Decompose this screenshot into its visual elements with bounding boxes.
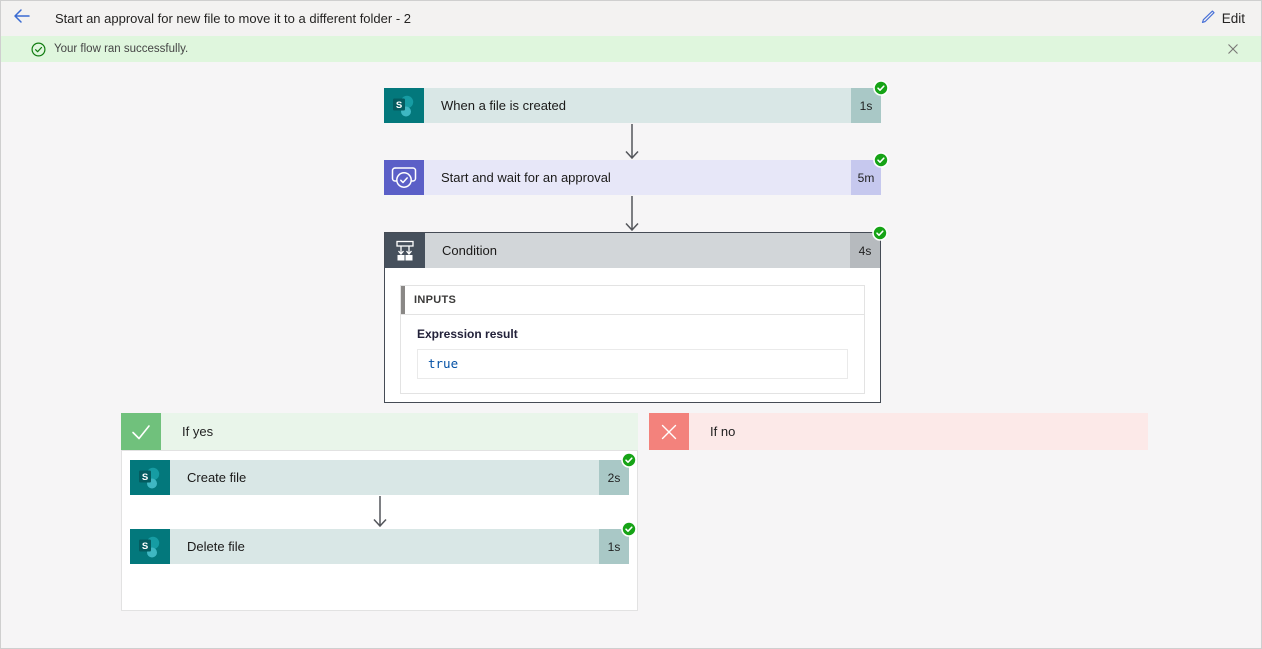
succeeded-check-icon — [872, 225, 888, 241]
if-no-branch-header[interactable]: If no — [649, 413, 1148, 450]
flow-canvas: S When a file is created 1s Start and wa… — [1, 62, 1261, 648]
inputs-panel: INPUTS Expression result true — [400, 285, 865, 394]
inputs-accent-bar — [401, 286, 405, 314]
success-banner: Your flow ran successfully. — [1, 36, 1261, 62]
top-bar: Start an approval for new file to move i… — [1, 1, 1261, 36]
edit-label: Edit — [1221, 11, 1245, 26]
banner-message: Your flow ran successfully. — [54, 43, 189, 55]
expression-result-value: true — [428, 356, 459, 371]
if-no-x-icon — [649, 413, 689, 450]
node-title: Start and wait for an approval — [424, 160, 851, 195]
if-yes-branch-card: S Create file 2s S Delete file 1s — [121, 450, 638, 611]
back-button[interactable] — [1, 1, 41, 36]
expression-result-label: Expression result — [417, 327, 518, 341]
node-title: Delete file — [170, 529, 599, 564]
condition-icon — [385, 233, 425, 268]
sharepoint-icon: S — [130, 529, 170, 564]
succeeded-check-icon — [873, 80, 889, 96]
inputs-header: INPUTS — [401, 286, 864, 315]
duration-badge: 1s — [851, 88, 881, 123]
page-title: Start an approval for new file to move i… — [55, 11, 412, 26]
node-title: When a file is created — [424, 88, 851, 123]
connector-arrow — [624, 196, 640, 232]
pencil-icon — [1199, 9, 1215, 28]
node-title: Condition — [425, 233, 850, 268]
inputs-body: Expression result true — [401, 315, 864, 393]
if-yes-check-icon — [121, 413, 161, 450]
sharepoint-icon: S — [130, 460, 170, 495]
condition-header[interactable]: Condition 4s — [385, 225, 888, 268]
succeeded-check-icon — [621, 521, 637, 537]
approvals-icon — [384, 160, 424, 195]
action-node-create-file[interactable]: S Create file 2s — [130, 452, 637, 495]
svg-text:S: S — [142, 540, 148, 551]
if-yes-label: If yes — [161, 413, 638, 450]
condition-card: Condition 4s INPUTS Expression result tr… — [384, 225, 888, 403]
node-title: Create file — [170, 460, 599, 495]
sharepoint-icon: S — [384, 88, 424, 123]
succeeded-check-icon — [621, 452, 637, 468]
connector-arrow — [372, 496, 388, 528]
if-yes-branch-header[interactable]: If yes — [121, 413, 638, 450]
success-circle-icon — [31, 41, 46, 57]
svg-text:S: S — [396, 99, 402, 110]
edit-button[interactable]: Edit — [1199, 1, 1245, 36]
succeeded-check-icon — [873, 152, 889, 168]
banner-close-icon[interactable] — [1227, 36, 1239, 62]
action-node-start-and-wait-for-an-approval[interactable]: Start and wait for an approval 5m — [384, 152, 889, 195]
back-arrow-icon — [13, 8, 30, 29]
trigger-node-when-a-file-is-created[interactable]: S When a file is created 1s — [384, 80, 889, 123]
svg-text:S: S — [142, 471, 148, 482]
action-node-delete-file[interactable]: S Delete file 1s — [130, 521, 637, 564]
connector-arrow — [624, 124, 640, 160]
inputs-label: INPUTS — [414, 294, 457, 306]
expression-result-box: true — [417, 349, 848, 379]
if-no-label: If no — [689, 413, 1148, 450]
